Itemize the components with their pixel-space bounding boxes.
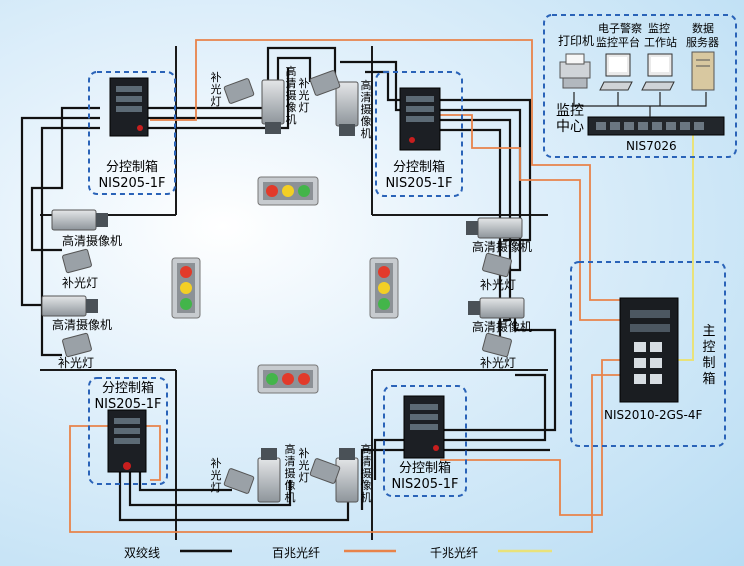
main-box-model: NIS2010-2GS-4F	[604, 408, 703, 422]
traffic-light-right	[369, 257, 399, 319]
branch-box-3-model: NIS205-1F	[94, 397, 162, 412]
branch-cabinet-1-device	[109, 77, 149, 137]
main-box-title: 主控制箱	[702, 324, 716, 387]
branch-box-2-title: 分控制箱	[392, 160, 445, 175]
fill-light-icon-top-2	[309, 70, 341, 96]
fill-light-icon-left-2	[62, 332, 92, 358]
camera-icon-top-2	[335, 81, 359, 136]
camera-icon-top-1	[261, 79, 285, 134]
traffic-light-left	[171, 257, 201, 319]
branch-box-1-model: NIS205-1F	[98, 176, 166, 191]
fill-light-label-right-1: 补光灯	[480, 278, 517, 292]
fill-light-label-left-1: 补光灯	[62, 276, 99, 290]
camera-icon-right-1	[466, 217, 523, 239]
camera-label-right-1: 高清摄像机	[472, 240, 533, 254]
fill-light-icon-left-1	[62, 248, 92, 274]
police-label-1: 电子警察	[598, 22, 642, 35]
camera-icon-left-1	[51, 209, 108, 231]
camera-icon-right-2	[468, 297, 525, 319]
camera-icon-left-2	[41, 295, 98, 317]
camera-label-bottom-1: 高清摄像机	[284, 443, 296, 504]
server-icon	[691, 51, 715, 91]
main-switch-device	[619, 297, 679, 403]
fill-light-label-left-2: 补光灯	[58, 356, 95, 370]
center-label-2: 中心	[556, 119, 584, 135]
camera-label-right-2: 高清摄像机	[472, 320, 533, 334]
branch-cabinet-2-device	[399, 87, 441, 151]
camera-label-top-1: 高清摄像机	[285, 65, 297, 126]
fill-light-icon-top-1	[223, 78, 255, 104]
camera-label-left-1: 高清摄像机	[62, 234, 123, 248]
fill-light-icon-right-1	[482, 252, 512, 278]
camera-label-bottom-2: 高清摄像机	[360, 443, 372, 504]
legend-twisted-label: 双绞线	[124, 546, 161, 560]
legend-fiber100-label: 百兆光纤	[272, 546, 321, 560]
branch-box-1-title: 分控制箱	[105, 160, 158, 175]
center-switch-device	[587, 116, 725, 136]
branch-box-2-model: NIS205-1F	[385, 176, 453, 191]
legend-fiber1000-label: 千兆光纤	[430, 546, 479, 560]
fill-light-label-bottom-2: 补光灯	[298, 447, 310, 484]
branch-box-3-title: 分控制箱	[101, 381, 154, 396]
printer-icon	[559, 53, 591, 89]
fill-light-label-right-2: 补光灯	[480, 356, 517, 370]
branch-box-4-title: 分控制箱	[398, 461, 451, 476]
twisted-pair-cables	[20, 46, 557, 522]
workstation-label-2: 工作站	[644, 36, 677, 49]
police-label-2: 监控平台	[596, 36, 640, 49]
camera-label-top-2: 高清摄像机	[360, 79, 372, 140]
fill-light-label-bottom-1: 补光灯	[210, 457, 222, 494]
camera-label-left-2: 高清摄像机	[52, 318, 113, 332]
fill-light-icon-bottom-2	[309, 458, 341, 484]
fiber-1000m-cable	[676, 135, 694, 361]
center-switch-model: NIS7026	[626, 139, 677, 153]
camera-icon-bottom-2	[335, 448, 359, 503]
branch-cabinet-3-device	[107, 409, 147, 473]
fill-light-icon-right-2	[482, 332, 512, 358]
traffic-light-bottom	[257, 364, 319, 394]
workstation-label-1: 监控	[648, 22, 670, 35]
fill-light-label-top-1: 补光灯	[210, 71, 222, 108]
police-platform-monitor-icon	[599, 53, 633, 91]
printer-label: 打印机	[558, 34, 595, 48]
fiber-100m-cables	[69, 39, 620, 533]
server-label-1: 数据	[692, 22, 714, 35]
fill-light-label-top-2: 补光灯	[298, 77, 310, 114]
traffic-light-top	[257, 176, 319, 206]
dashed-boxes	[88, 14, 737, 497]
workstation-monitor-icon	[641, 53, 675, 91]
center-peripheral-links	[573, 92, 707, 117]
branch-box-4-model: NIS205-1F	[391, 477, 459, 492]
server-label-2: 服务器	[686, 36, 719, 49]
fill-light-icon-bottom-1	[223, 468, 255, 494]
center-label-1: 监控	[556, 103, 584, 119]
camera-icon-bottom-1	[257, 448, 281, 503]
branch-cabinet-4-device	[403, 395, 445, 459]
